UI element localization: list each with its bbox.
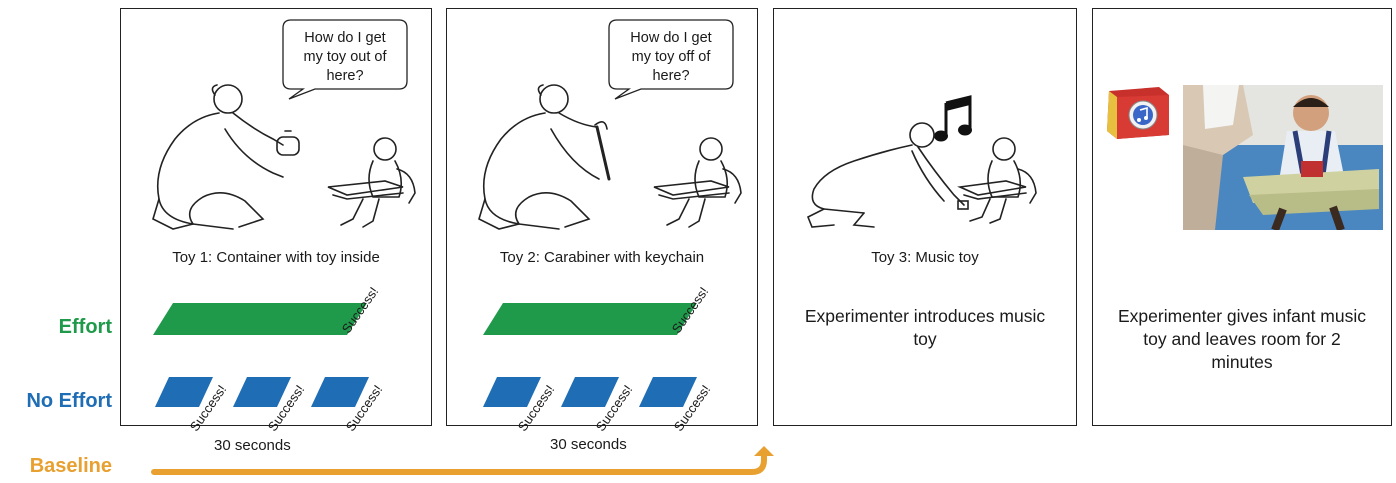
panel-caption: Toy 1: Container with toy inside (172, 249, 380, 266)
music-toy-image (1107, 87, 1169, 139)
panel-description: Experimenter gives infant music toy and … (1117, 306, 1367, 372)
no-effort-row-label: No Effort (26, 390, 112, 412)
speech-bubble: How do I get my toy out of here? (281, 19, 409, 101)
bubble-line: here? (652, 68, 690, 84)
baseline-arrow (151, 446, 774, 475)
experimenter-with-carabiner-illustration (478, 84, 742, 230)
panel-toy-2: How do I get my toy off of here? Toy 2: … (446, 8, 758, 434)
panel-toy-3: Toy 3: Music toy Experimenter introduces… (773, 8, 1077, 426)
no-effort-bars (483, 377, 697, 407)
panel-caption: Toy 3: Music toy (871, 249, 979, 266)
music-note-icon (934, 95, 972, 142)
effort-bar (153, 303, 367, 335)
panel-description: Experimenter introduces music toy (804, 306, 1046, 349)
panel-infant-play: Experimenter gives infant music toy and … (1092, 8, 1392, 426)
bubble-line: my toy out of (303, 49, 387, 65)
bubble-line: How do I get (304, 30, 386, 46)
duration-label: 30 seconds (214, 437, 291, 454)
bubble-line: How do I get (630, 30, 712, 46)
infant-playing-photo (1183, 85, 1383, 230)
experimenter-with-container-illustration (152, 84, 416, 230)
duration-label: 30 seconds (550, 436, 627, 453)
panel-caption: Toy 2: Carabiner with keychain (499, 249, 705, 266)
experimenter-introduces-toy-illustration (806, 122, 1037, 228)
bubble-line: my toy off of (631, 49, 711, 65)
speech-bubble: How do I get my toy off of here? (607, 19, 735, 101)
effort-bar (483, 303, 697, 335)
effort-row-label: Effort (58, 316, 112, 338)
baseline-row-label: Baseline (29, 455, 112, 477)
panel-toy-1: How do I get my toy out of here? Toy 1: … (120, 8, 432, 434)
no-effort-bars (155, 377, 369, 407)
bubble-line: here? (326, 68, 364, 84)
